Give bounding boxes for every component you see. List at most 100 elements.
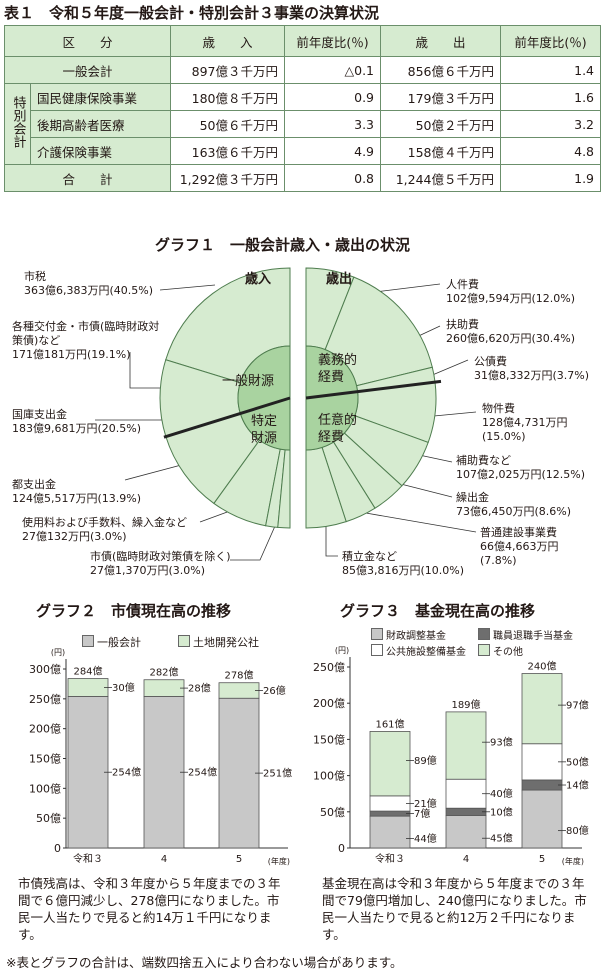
segment-label: 251億 [263, 767, 292, 780]
segment-label: 50億 [566, 755, 589, 768]
general-revenue-label: 一般財源 [222, 374, 275, 389]
bar-segment [218, 682, 260, 699]
bar-total-label: 284億 [73, 665, 102, 678]
bar-total-label: 189億 [451, 698, 480, 711]
revenue-donut [159, 267, 291, 529]
row-name: 国民健康保険事業 [29, 83, 172, 111]
leader-line [325, 520, 338, 557]
y-unit-label: (円) [51, 648, 65, 657]
segment-label: 26億 [263, 684, 286, 697]
segment-label: 7億 [414, 807, 430, 820]
legend-swatch-retire [478, 628, 490, 640]
x-tick-label: 令和３ [73, 852, 103, 865]
leader-line [129, 352, 165, 389]
segment-label: 40億 [490, 787, 513, 800]
settlement-table: 区 分 歳 入 前年度比(％) 歳 出 前年度比(％) 一般会計 897億３千万… [3, 25, 602, 192]
cell-revenue-ratio: 3.3 [284, 110, 382, 138]
y-tick-label: 50億 [36, 812, 61, 825]
graph3-title: グラフ３ 基金現在高の推移 [340, 602, 536, 620]
cell-expenditure: 179億３千万円 [380, 83, 502, 111]
graph3-description: 基金現在高は令和３年度から５年度までの３年間で79億円増加し、240億円になりま… [322, 876, 587, 942]
bar-segment [521, 779, 563, 791]
bar-total-label: 240億 [527, 660, 556, 673]
bar-segment [218, 697, 260, 849]
footnote: ※表とグラフの合計は、端数四捨五入により合わない場合があります。 [6, 955, 403, 970]
bar-segment [445, 815, 487, 849]
legend-swatch-fiscal [371, 628, 383, 640]
discretionary-exp-label: 任意的経費 [318, 413, 358, 445]
specific-revenue-label: 特定財源 [250, 414, 277, 446]
segment-label: 254億 [188, 766, 217, 779]
leader-line [374, 283, 441, 293]
cell-revenue-ratio: 0.8 [284, 164, 382, 192]
cell-revenue: 180億８千万円 [170, 83, 286, 111]
bar-total-label: 278億 [224, 669, 253, 682]
header-expenditure: 歳 出 [380, 25, 502, 57]
y-tick-label: 250億 [29, 693, 61, 706]
bar-segment [67, 678, 109, 697]
bar-segment [67, 696, 109, 849]
graph3-legend: 財政調整基金職員退職手当基金 公共施設整備基金その他 [371, 628, 573, 660]
legend-swatch-general [82, 635, 94, 647]
legend-swatch-public [371, 644, 383, 656]
y-tick-label: 200億 [29, 723, 61, 736]
bar-segment [445, 711, 487, 780]
row-name: 介護保険事業 [29, 137, 172, 165]
segment-label: 44億 [414, 832, 437, 845]
x-tick-label: 令和３ [375, 852, 405, 865]
revenue-item-label: 市債(臨時財政対策債を除く)27億1,370万円(3.0%) [90, 550, 231, 577]
y-tick-label: 150億 [313, 733, 345, 746]
y-tick-label: 100億 [29, 782, 61, 795]
cell-expenditure: 856億６千万円 [380, 56, 502, 84]
header-expenditure-ratio: 前年度比(％) [500, 25, 602, 57]
cell-expenditure-ratio: 1.6 [500, 83, 602, 111]
segment-label: 28億 [188, 682, 211, 695]
segment-label: 30億 [112, 681, 135, 694]
revenue-divider-line [163, 396, 291, 439]
mandatory-exp-label: 義務的経費 [318, 353, 358, 385]
leader-line [359, 511, 477, 533]
bar-segment [521, 743, 563, 781]
y-tick-label: 100億 [313, 770, 345, 783]
cell-revenue-ratio: △0.1 [284, 56, 382, 84]
leader-line [429, 359, 469, 377]
row-name: 合 計 [3, 164, 172, 192]
leader-line [433, 411, 477, 417]
cell-expenditure-ratio: 1.9 [500, 164, 602, 192]
segment-label: 89億 [414, 754, 437, 767]
y-tick-label: 150億 [29, 753, 61, 766]
x-tick-label: 4 [161, 854, 167, 865]
expenditure-divider-line [305, 379, 442, 400]
bar-segment [369, 815, 411, 849]
legend-swatch-land [178, 635, 190, 647]
revenue-header: 歳入 [245, 272, 272, 287]
x-tick-label: 4 [463, 854, 469, 865]
x-tick-label: 5 [236, 854, 242, 865]
y-tick-label: 0 [338, 842, 345, 855]
graph2-legend: 一般会計 土地開発公社 [82, 634, 259, 650]
row-name: 後期高齢者医療 [29, 110, 172, 138]
table1-title: 表１ 令和５年度一般会計・特別会計３事業の決算状況 [4, 4, 380, 22]
segment-label: 45億 [490, 832, 513, 845]
bar-segment [369, 810, 411, 817]
y-tick-label: 300億 [29, 663, 61, 676]
x-unit-label: (年度) [562, 856, 584, 866]
segment-label: 21億 [414, 797, 437, 810]
leader-line [159, 284, 216, 291]
cell-expenditure-ratio: 4.8 [500, 137, 602, 165]
legend-swatch-other [478, 644, 490, 656]
segment-label: 254億 [112, 766, 141, 779]
cell-expenditure: 1,244億５千万円 [380, 164, 502, 192]
y-tick-label: 0 [54, 842, 61, 855]
segment-label: 14億 [566, 779, 589, 792]
